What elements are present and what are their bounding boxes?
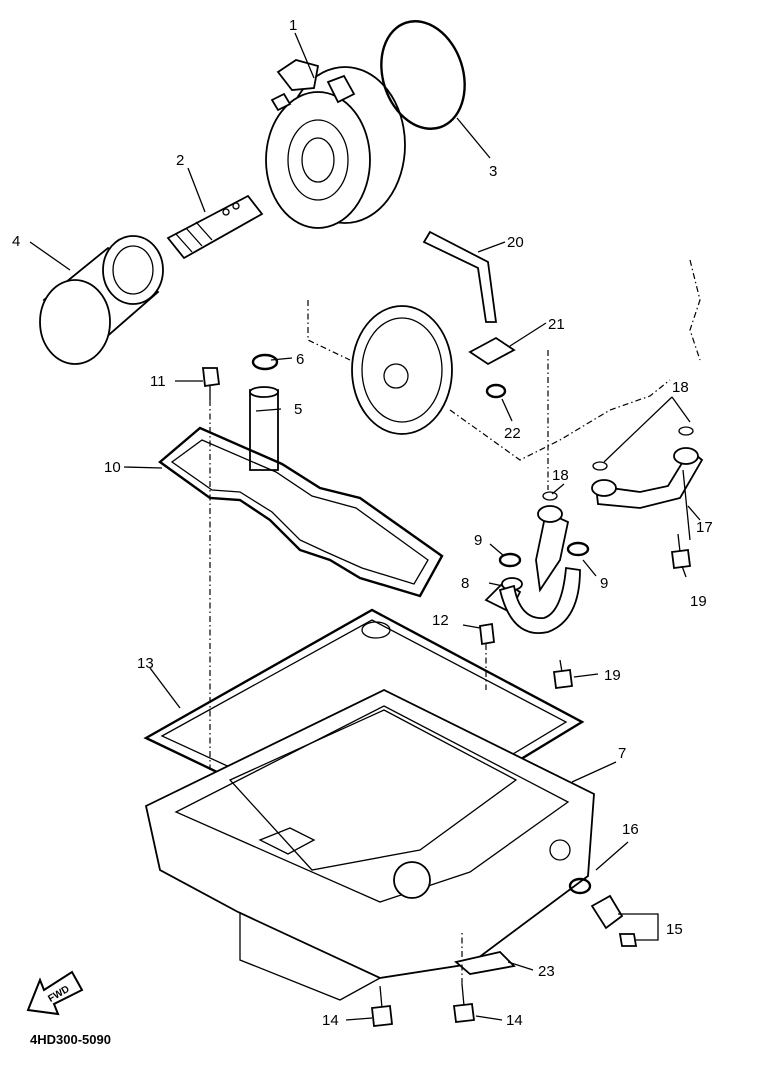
callout-19a: 19 xyxy=(690,593,707,610)
part-bolt-19a xyxy=(670,533,692,570)
part-bracket xyxy=(454,951,516,975)
part-pipe xyxy=(422,230,498,323)
callout-23: 23 xyxy=(538,963,555,980)
callout-22: 22 xyxy=(504,425,521,442)
callout-7: 7 xyxy=(618,745,626,762)
part-plug-15 xyxy=(590,894,638,947)
part-damper xyxy=(468,336,516,366)
callout-21: 21 xyxy=(548,316,565,333)
callout-20: 20 xyxy=(507,234,524,251)
part-bolt-14b xyxy=(452,983,476,1023)
part-oil-cooler xyxy=(265,59,406,229)
part-o-ring xyxy=(380,20,466,130)
callout-13: 13 xyxy=(137,655,154,672)
fwd-arrow-icon: FWD xyxy=(26,970,84,1016)
callout-4: 4 xyxy=(12,233,20,250)
part-clip xyxy=(485,383,507,399)
callout-18a: 18 xyxy=(552,467,569,484)
callout-17: 17 xyxy=(696,519,713,536)
callout-6: 6 xyxy=(296,351,304,368)
part-pipe-5 xyxy=(249,386,279,471)
part-oil-delivery-pipe xyxy=(498,447,704,634)
callout-labels: 1 2 3 4 5 6 7 8 9 9 10 11 12 13 14 14 15… xyxy=(12,17,713,1029)
part-o-ring-18b xyxy=(592,461,608,471)
part-o-ring-small xyxy=(251,353,279,371)
callout-9a: 9 xyxy=(474,532,482,549)
callout-8: 8 xyxy=(461,575,469,592)
callout-9b: 9 xyxy=(600,575,608,592)
diagram-code: 4HD300-5090 xyxy=(30,1032,111,1047)
callout-19b: 19 xyxy=(604,667,621,684)
part-oil-pan xyxy=(144,688,595,1001)
part-union-bolt xyxy=(166,194,264,260)
part-o-ring-9a xyxy=(498,552,522,568)
part-strainer-disc xyxy=(351,305,453,435)
callout-3: 3 xyxy=(489,163,497,180)
callout-14b: 14 xyxy=(506,1012,523,1029)
callout-15: 15 xyxy=(666,921,683,938)
callout-1: 1 xyxy=(289,17,297,34)
part-bolt-19b xyxy=(552,659,574,690)
part-bolt-11 xyxy=(201,367,221,400)
part-o-ring-18a xyxy=(542,491,558,501)
callout-2: 2 xyxy=(176,152,184,169)
callout-10: 10 xyxy=(104,459,121,476)
part-dowel xyxy=(479,622,495,646)
callout-11: 11 xyxy=(150,373,166,390)
callout-5: 5 xyxy=(294,401,302,418)
part-baffle-plate xyxy=(158,426,444,598)
part-bolt-14a xyxy=(371,985,393,1027)
callout-16: 16 xyxy=(622,821,639,838)
callout-12: 12 xyxy=(432,612,449,629)
part-o-ring-9b xyxy=(566,541,590,557)
part-oil-filter xyxy=(39,235,164,365)
part-o-ring-18c xyxy=(678,426,694,436)
callout-14a: 14 xyxy=(322,1012,339,1029)
callout-18b: 18 xyxy=(672,379,689,396)
part-gasket-16 xyxy=(568,877,592,895)
